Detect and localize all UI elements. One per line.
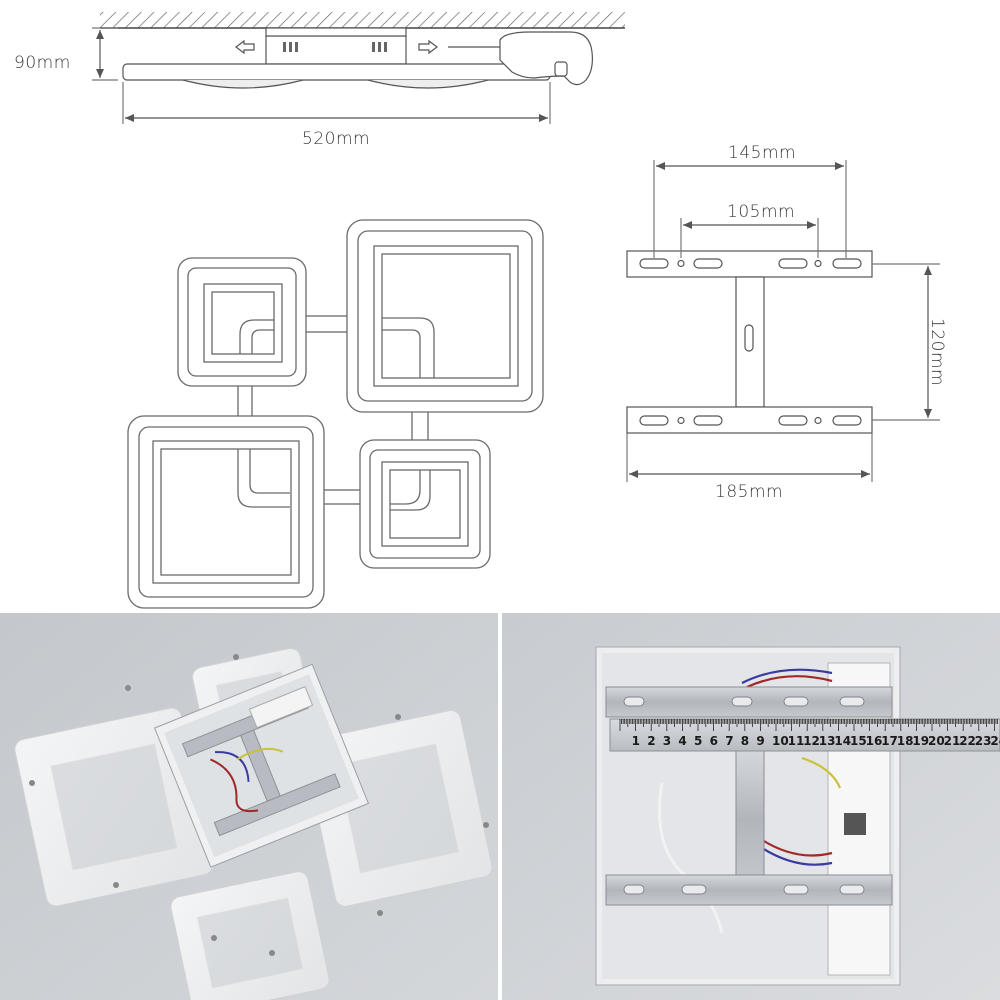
bracket-drawing: [626, 160, 940, 482]
ruler-number: 14: [834, 734, 851, 748]
frame-small-top-left: [177, 257, 307, 387]
ruler-number: 16: [866, 734, 883, 748]
photo-lamp-underside: [0, 613, 498, 1000]
ruler-number: 13: [819, 734, 836, 748]
width-label: 520mm: [302, 129, 370, 149]
inner-span-label: 105mm: [727, 202, 795, 222]
connector-bars: [237, 315, 429, 505]
height-label: 90mm: [14, 53, 71, 73]
frame-small-bottom-right: [359, 439, 491, 569]
ruler-number: 9: [756, 734, 764, 748]
ruler-number: 20: [928, 734, 945, 748]
ceiling-hatch: [100, 12, 625, 28]
frame-large-top-right: [346, 219, 544, 413]
side-view: [92, 12, 625, 124]
housing-box-left: [153, 663, 370, 868]
ruler-number: 22: [959, 734, 976, 748]
photo-divider: [498, 613, 502, 1000]
ruler-number: 8: [741, 734, 749, 748]
base-width-label: 185mm: [715, 482, 783, 502]
ruler-number: 18: [897, 734, 914, 748]
ruler-number: 3: [663, 734, 671, 748]
bracket-strut: [735, 750, 765, 890]
outer-span-label: 145mm: [728, 143, 796, 163]
ruler-number: 6: [710, 734, 718, 748]
ruler-number: 4: [678, 734, 686, 748]
ruler-number: 24: [990, 734, 1000, 748]
ruler-number: 17: [881, 734, 898, 748]
ruler-number: 11: [788, 734, 805, 748]
ruler-number: 19: [912, 734, 929, 748]
technical-drawing: 90mm 520mm: [14, 12, 947, 609]
top-view: [127, 219, 544, 609]
photo-bracket-with-ruler: 123456789101112131415161718192021222324: [502, 613, 1000, 1000]
ruler-number: 21: [944, 734, 961, 748]
ruler-number: 7: [725, 734, 733, 748]
bracket-height-label: 120mm: [927, 318, 947, 386]
ruler-number: 2: [647, 734, 655, 748]
ruler-number: 15: [850, 734, 867, 748]
ruler-number: 10: [772, 734, 789, 748]
ruler-number: 23: [975, 734, 992, 748]
ruler-number: 1: [632, 734, 640, 748]
screws-left: [29, 654, 489, 956]
ruler-number: 12: [803, 734, 820, 748]
ruler-number: 5: [694, 734, 702, 748]
frame-large-bottom-left: [127, 415, 325, 609]
steel-ruler: 123456789101112131415161718192021222324: [609, 718, 1000, 752]
